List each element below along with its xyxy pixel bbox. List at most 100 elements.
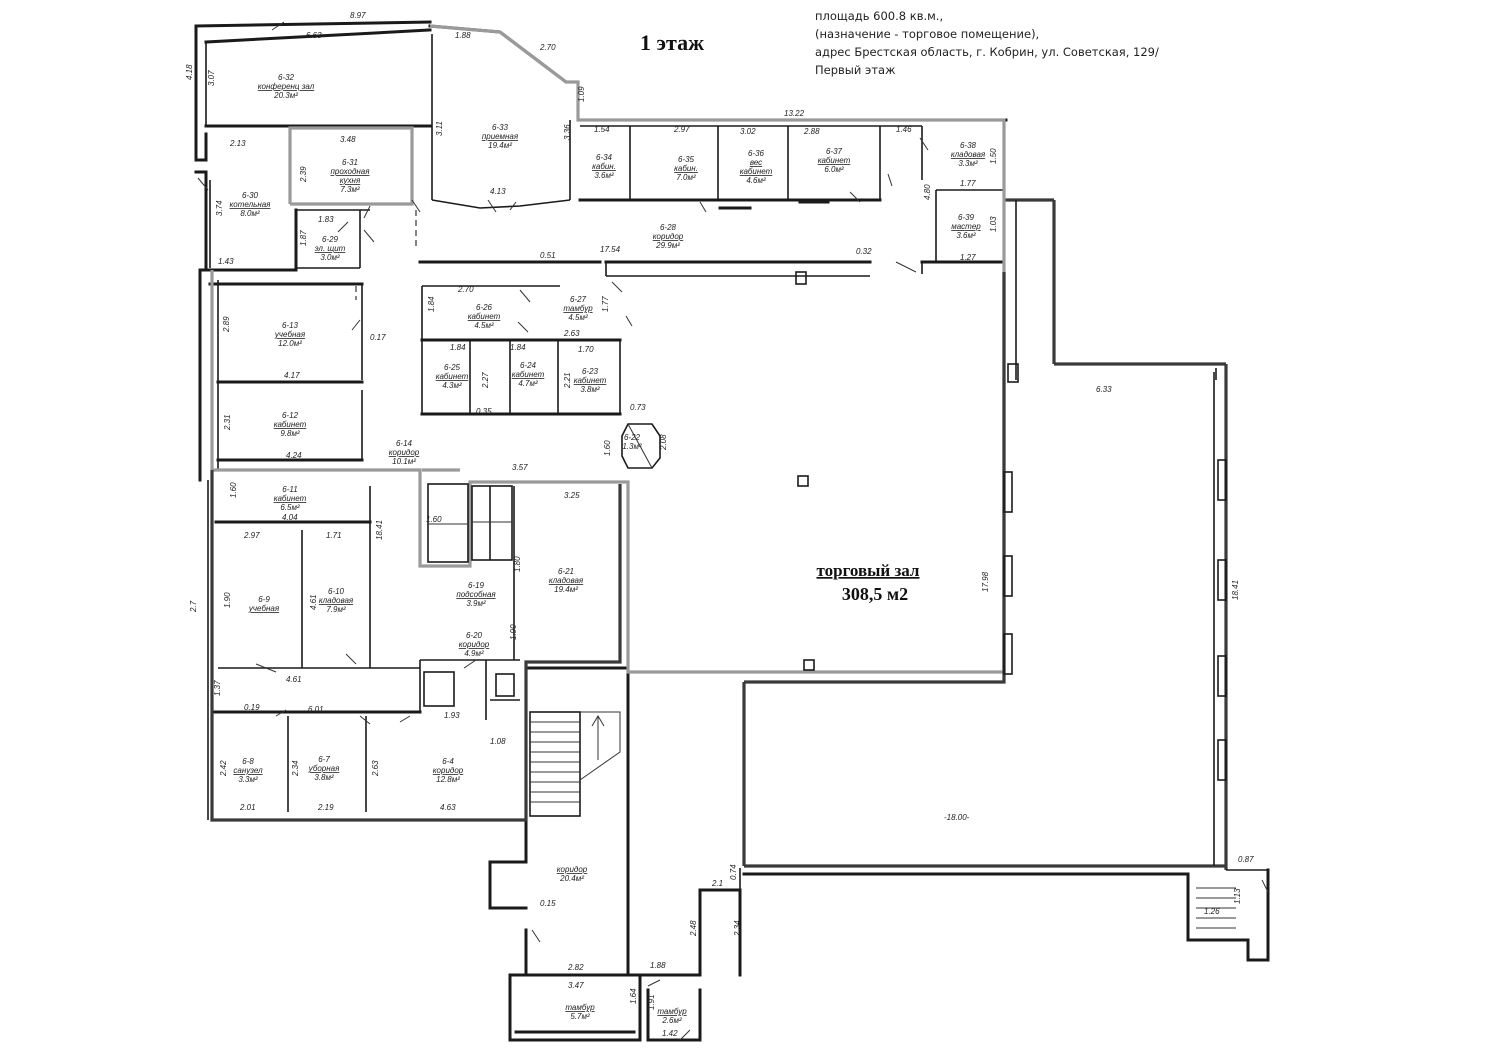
dimension: 17.98: [981, 571, 990, 592]
dimension: 0.15: [540, 899, 556, 908]
room-num: 6-35: [678, 155, 695, 164]
dimension: 3.25: [564, 491, 580, 500]
room-area: 4.9м²: [464, 649, 484, 658]
dimension: 1.46: [896, 125, 912, 134]
room-num: 6-9: [258, 595, 270, 604]
dimension: 2.39: [299, 166, 308, 183]
dimension: 0.73: [630, 403, 646, 412]
room-name2: кухня: [340, 176, 361, 185]
room-area: 3.8м²: [580, 385, 600, 394]
dimension: 3.57: [512, 463, 528, 472]
dimension: 2.08: [659, 434, 668, 451]
room-area: 7.3м²: [340, 185, 360, 194]
room-num: 6-27: [570, 295, 587, 304]
dimension: 18.41: [1231, 580, 1240, 600]
dimension: 3.02: [740, 127, 756, 136]
dimension: 2.97: [243, 531, 260, 540]
room-name: тамбур: [565, 1003, 595, 1012]
room-name: приемная: [482, 132, 519, 141]
dimension: 2.97: [673, 125, 690, 134]
room-name: тамбур: [563, 304, 593, 313]
room-num: 6-30: [242, 191, 259, 200]
room-area: 19.4м²: [554, 585, 578, 594]
dimension: 6.33: [1096, 385, 1112, 394]
dimension: 2.34: [733, 920, 742, 937]
dimension: 2.19: [317, 803, 334, 812]
room-name: кабинет: [574, 376, 607, 385]
doors: [197, 21, 1269, 1041]
room-num: 6-33: [492, 123, 509, 132]
column-marker: [803, 659, 815, 671]
room-name: коридор: [389, 448, 420, 457]
room-name: кабинет: [436, 372, 469, 381]
room-area: 12.0м²: [278, 339, 302, 348]
room-area: 4.3м²: [442, 381, 462, 390]
dimension: 1.60: [426, 515, 442, 524]
room-area: 12.8м²: [436, 775, 460, 784]
room-name: учебная: [248, 604, 280, 613]
dimension: 13.22: [784, 109, 805, 118]
dimension: 3.47: [568, 981, 584, 990]
room-num: 6-22: [624, 433, 641, 442]
dimension: 1.13: [1233, 888, 1242, 904]
dimension: 4.61: [286, 675, 302, 684]
dimension: 1.08: [490, 737, 506, 746]
room-area: 3.0м²: [320, 253, 340, 262]
room-num: 6-10: [328, 587, 345, 596]
room-num: 6-11: [282, 485, 297, 494]
dimension: 0.35: [476, 407, 492, 416]
dimension: 2.70: [539, 43, 556, 52]
room-name: мастер: [951, 222, 981, 231]
dimension: 2.88: [803, 127, 820, 136]
dimension: 2.27: [481, 372, 490, 389]
room-area: 2.6м²: [661, 1016, 682, 1025]
dimension: 0.51: [540, 251, 556, 260]
room-name: конференц зал: [258, 82, 315, 91]
room-area: 3.3м²: [238, 775, 258, 784]
room-area: 3.8м²: [314, 773, 334, 782]
room-area: 4.6м²: [746, 176, 766, 185]
dimension: 4.80: [923, 184, 932, 200]
info-area: площадь 600.8 кв.м.,: [815, 9, 943, 23]
dimension: 2.63: [563, 329, 580, 338]
room-area: 29.9м²: [655, 241, 680, 250]
dimension: 2.1: [711, 879, 723, 888]
dimension: -18.00-: [944, 813, 970, 822]
dimension: 4.61: [309, 594, 318, 610]
dimension: 1.87: [299, 230, 308, 246]
dimension: 1.09: [577, 86, 586, 102]
room-name: учебная: [274, 330, 306, 339]
room-num: 6-8: [242, 757, 254, 766]
dimension: 1.84: [450, 343, 466, 352]
room-area: 3.9м²: [466, 599, 486, 608]
dimension: 1.42: [662, 1029, 678, 1038]
room-name: коридор: [459, 640, 490, 649]
room-name: котельная: [230, 200, 272, 209]
room-num: 6-7: [318, 755, 330, 764]
dimension: 3.48: [340, 135, 356, 144]
room-area: 4.5м²: [474, 321, 494, 330]
dimension: 18.41: [375, 520, 384, 540]
room-area: 20.4м²: [559, 874, 584, 883]
dimension: 1.03: [989, 216, 998, 232]
room-num: 6-24: [520, 361, 537, 370]
dimension: 4.13: [490, 187, 506, 196]
dimension: 6.63: [306, 31, 322, 40]
room-num: 6-21: [558, 567, 574, 576]
info-floor: Первый этаж: [815, 63, 895, 77]
room-area: 20.3м²: [273, 91, 298, 100]
dimension: 1.64: [629, 988, 638, 1004]
room-label-r22: 6-221.3м²: [622, 433, 642, 451]
room-name: кабинет: [274, 494, 307, 503]
